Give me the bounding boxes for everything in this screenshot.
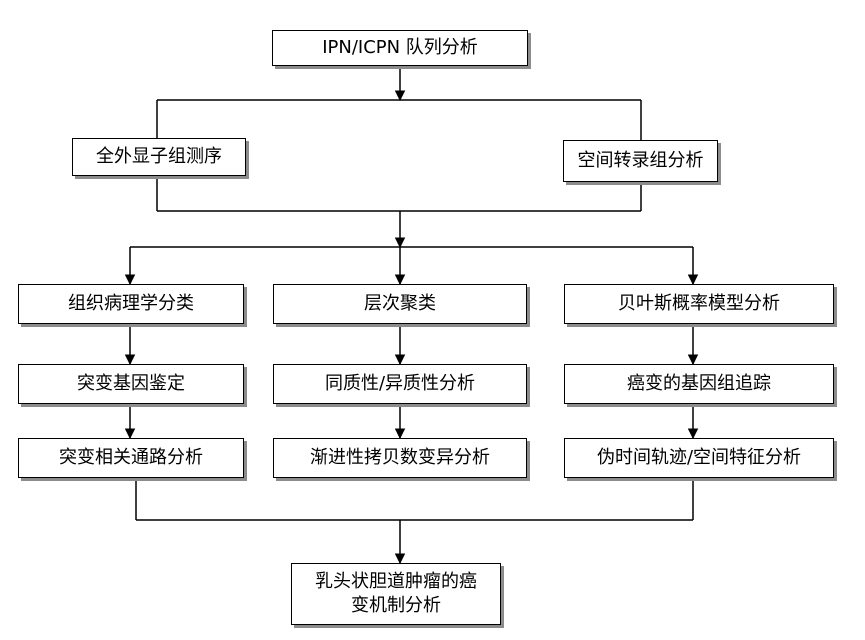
node-mutated-gene-identification: 突变基因鉴定 bbox=[18, 364, 244, 404]
node-homogeneity-heterogeneity: 同质性/异质性分析 bbox=[273, 364, 527, 404]
node-pseudotime-spatial-analysis-label: 伪时间轨迹/空间特征分析 bbox=[596, 446, 802, 468]
node-spatial-transcriptomics: 空间转录组分析 bbox=[563, 140, 718, 182]
node-homogeneity-heterogeneity-label: 同质性/异质性分析 bbox=[324, 372, 476, 394]
node-result-label-line1: 乳头状胆道肿瘤的癌 bbox=[315, 570, 477, 592]
node-whole-exome-sequencing-label: 全外显子组测序 bbox=[96, 145, 222, 167]
node-whole-exome-sequencing: 全外显子组测序 bbox=[72, 138, 246, 176]
node-carcinogenesis-genomic-tracking-label: 癌变的基因组追踪 bbox=[627, 372, 771, 394]
node-result-label-line2: 变机制分析 bbox=[351, 595, 441, 616]
node-carcinogenesis-genomic-tracking: 癌变的基因组追踪 bbox=[564, 364, 834, 404]
node-carcinogenesis-mechanism-result: 乳头状胆道肿瘤的癌 变机制分析 bbox=[291, 563, 501, 625]
node-ipn-icpn-cohort-label: IPN/ICPN 队列分析 bbox=[322, 36, 478, 58]
node-mutation-pathway-analysis-label: 突变相关通路分析 bbox=[59, 446, 203, 468]
node-bayesian-model-analysis: 贝叶斯概率模型分析 bbox=[564, 284, 834, 324]
node-histopathology-classification: 组织病理学分类 bbox=[18, 284, 244, 324]
node-progressive-cnv-analysis-label: 渐进性拷贝数变异分析 bbox=[310, 446, 490, 468]
node-bayesian-model-analysis-label: 贝叶斯概率模型分析 bbox=[618, 292, 780, 314]
node-ipn-icpn-cohort: IPN/ICPN 队列分析 bbox=[272, 30, 528, 66]
node-mutated-gene-identification-label: 突变基因鉴定 bbox=[77, 372, 185, 394]
node-spatial-transcriptomics-label: 空间转录组分析 bbox=[577, 149, 704, 171]
node-hierarchical-clustering-label: 层次聚类 bbox=[364, 292, 436, 314]
node-pseudotime-spatial-analysis: 伪时间轨迹/空间特征分析 bbox=[564, 438, 834, 478]
node-progressive-cnv-analysis: 渐进性拷贝数变异分析 bbox=[273, 438, 527, 478]
node-mutation-pathway-analysis: 突变相关通路分析 bbox=[18, 438, 244, 478]
node-hierarchical-clustering: 层次聚类 bbox=[273, 284, 527, 324]
node-histopathology-classification-label: 组织病理学分类 bbox=[68, 292, 194, 314]
